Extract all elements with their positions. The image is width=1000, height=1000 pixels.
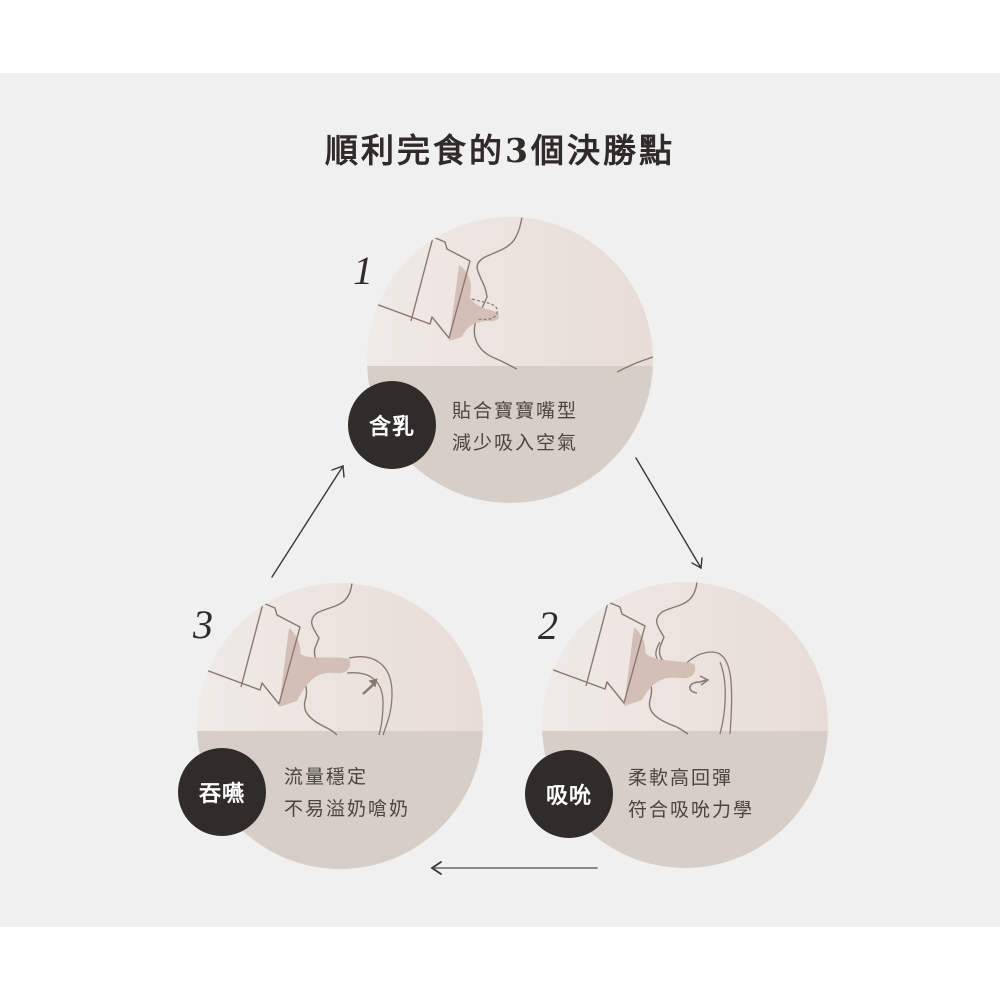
step-description: 流量穩定 不易溢奶嗆奶 <box>284 761 410 825</box>
step-swallowing: 3 吞嚥 流量穩定 不易溢奶嗆奶 <box>178 583 483 869</box>
step-badge: 含乳 <box>348 381 436 469</box>
step-badge: 吞嚥 <box>178 748 266 836</box>
step-description: 貼合寶寶嘴型 減少吸入空氣 <box>452 395 578 459</box>
step-badge: 吸吮 <box>525 750 613 838</box>
step-number: 2 <box>538 603 558 648</box>
description-line: 柔軟高回彈 <box>628 767 734 789</box>
step-latching: 1 含乳 貼合寶寶嘴型 減少吸入空氣 <box>348 217 653 503</box>
description-line: 流量穩定 <box>284 766 369 788</box>
page-title: 順利完食的3個決勝點 <box>325 131 675 170</box>
step-number: 3 <box>193 602 213 647</box>
description-line: 減少吸入空氣 <box>452 432 579 454</box>
description-line: 符合吸吮力學 <box>628 799 755 821</box>
description-line: 貼合寶寶嘴型 <box>452 400 579 422</box>
step-sucking: 2 吸吮 柔軟高回彈 符合吸吮力學 <box>525 582 828 868</box>
description-line: 不易溢奶嗆奶 <box>284 798 411 820</box>
step-number: 1 <box>353 248 373 293</box>
step-description: 柔軟高回彈 符合吸吮力學 <box>628 762 754 826</box>
